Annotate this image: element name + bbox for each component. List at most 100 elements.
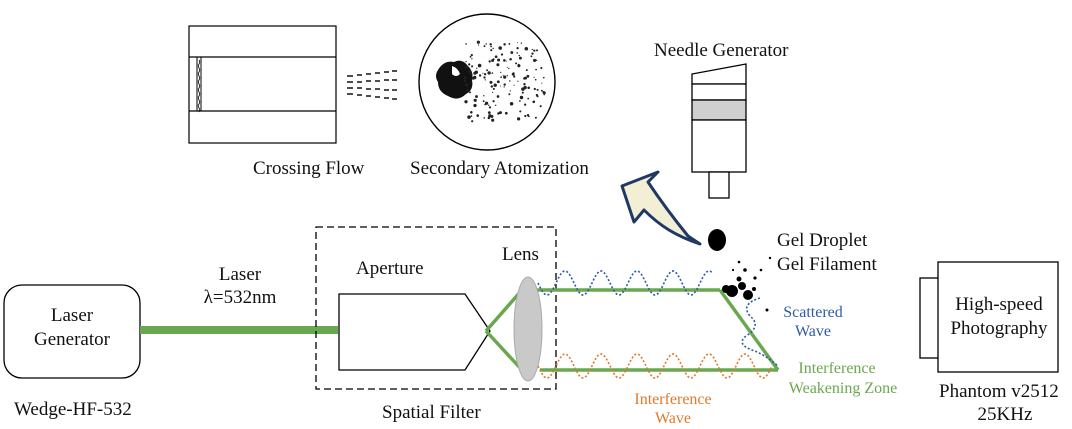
- spray-particle: [516, 117, 521, 121]
- spray-particle: [488, 60, 491, 63]
- spray-particle: [471, 58, 473, 60]
- spray-particle: [500, 76, 502, 78]
- spray-particle: [499, 111, 502, 115]
- spray-particle: [535, 59, 538, 62]
- spray-particle: [503, 86, 505, 88]
- spray-particle: [525, 69, 528, 72]
- spray-particle: [523, 103, 527, 106]
- spray-particle: [492, 47, 494, 50]
- spray-particle: [536, 95, 539, 98]
- spray-particle: [466, 84, 469, 86]
- spray-particle: [527, 86, 530, 90]
- spray-particle: [500, 53, 504, 56]
- spray-particle: [508, 93, 511, 96]
- camera-label-line2: Photography: [950, 318, 1048, 339]
- interference-wave-line: [537, 353, 773, 379]
- spray-particle: [463, 76, 467, 80]
- aperture: [338, 293, 491, 371]
- spray-particle: [528, 115, 530, 118]
- spray-particle: [535, 68, 537, 71]
- spatial-filter-label: Spatial Filter: [382, 402, 481, 423]
- spray-particle: [515, 62, 518, 65]
- camera: [919, 261, 1059, 373]
- gel-filament-label: Gel Filament: [777, 254, 877, 275]
- spray-particle: [489, 80, 493, 84]
- spray-particle: [484, 79, 486, 81]
- spray-particle: [541, 82, 543, 84]
- spray-particle: [463, 79, 467, 83]
- spray-particle: [509, 80, 511, 82]
- spray-particle: [513, 72, 515, 74]
- spray-particle: [464, 90, 466, 93]
- spray-particle: [502, 74, 504, 76]
- aperture-label: Aperture: [356, 258, 424, 279]
- laser-label: Laser: [218, 264, 262, 285]
- spray-particle: [523, 77, 526, 80]
- spray-particle: [494, 104, 497, 107]
- secondary-atomization-label: Secondary Atomization: [410, 158, 589, 179]
- spray-particle: [467, 70, 471, 73]
- spray-particle: [488, 106, 492, 109]
- spray-particle: [504, 111, 508, 115]
- spray-particle: [471, 120, 474, 123]
- camera-label-line1: High-speed: [955, 294, 1043, 315]
- spray-particle: [497, 58, 501, 62]
- spray-particle: [467, 115, 471, 119]
- spray-particle: [490, 85, 494, 88]
- spray-particle: [517, 64, 521, 68]
- spray-particle: [485, 43, 487, 45]
- spray-particle: [490, 49, 493, 52]
- spray-particle: [477, 44, 480, 46]
- spray-particle: [478, 74, 482, 77]
- spray-particle: [483, 95, 485, 97]
- spray-particle: [513, 84, 515, 86]
- spray-particle: [508, 42, 511, 45]
- spray-particle: [527, 97, 530, 100]
- spray-particle: [487, 71, 491, 75]
- curved-arrow: [620, 170, 702, 246]
- interference-wave-label-line2: Wave: [654, 410, 692, 427]
- spray-particle: [510, 51, 514, 54]
- spray-particle: [465, 60, 467, 63]
- spray-particle: [503, 75, 507, 79]
- spray-particle: [533, 58, 537, 62]
- spray-particle: [516, 46, 519, 50]
- spray-particle: [516, 52, 518, 54]
- spray-particle: [535, 49, 539, 52]
- spray-particle: [506, 75, 508, 77]
- spray-particle: [540, 89, 543, 92]
- spray-particle: [511, 72, 515, 76]
- spray-particle: [468, 63, 471, 66]
- spray-particle: [539, 105, 542, 108]
- spray-particle: [533, 49, 536, 52]
- spray-particle: [471, 65, 474, 68]
- gel-droplet: [708, 229, 726, 251]
- green-beam-paths: [484, 288, 780, 372]
- spray-particle: [473, 98, 477, 102]
- spray-particle: [491, 72, 494, 74]
- phantom-label: Phantom v2512: [939, 381, 1059, 402]
- spray-particle: [524, 46, 529, 51]
- interference-wave-label-line1: Interference: [634, 391, 712, 408]
- spray-particle: [491, 118, 495, 122]
- spray-particle: [470, 53, 473, 57]
- spray-particle: [509, 101, 514, 106]
- spray-particle: [530, 55, 533, 58]
- spray-particle: [496, 95, 500, 98]
- spray-particle: [470, 111, 472, 114]
- spray-particle: [542, 90, 545, 93]
- spray-particle: [518, 54, 520, 57]
- spray-particle: [494, 55, 498, 59]
- spray-particle: [524, 114, 527, 118]
- laser-generator-label-line2: Generator: [34, 329, 110, 350]
- spray-particle: [488, 114, 492, 118]
- spray-particle: [476, 40, 480, 44]
- spray-particle: [506, 66, 508, 68]
- spray-particle: [543, 94, 545, 96]
- spray-particle: [465, 43, 467, 45]
- spray-dashes: [347, 70, 397, 100]
- spray-particle: [497, 112, 500, 115]
- spatial-filter-box: [315, 226, 557, 390]
- spray-particle: [476, 114, 480, 117]
- spray-particle: [526, 74, 530, 78]
